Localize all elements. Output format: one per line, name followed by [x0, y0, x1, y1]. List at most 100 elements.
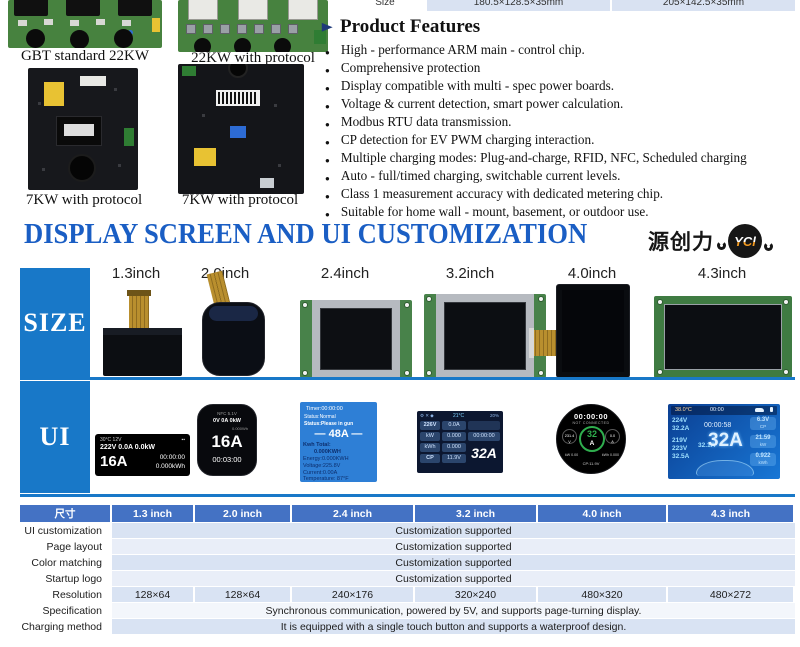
- size-row-header: SIZE: [20, 268, 90, 378]
- pcb-caption-2: 22KW with protocol: [191, 50, 315, 66]
- row-label: Color matching: [20, 555, 110, 570]
- status-icons: ⚙ ✕ ◆: [420, 413, 434, 418]
- feature-item: ●Display compatible with multi - spec po…: [322, 78, 794, 96]
- row-value: Customization supported: [112, 555, 795, 570]
- co2-cell: [468, 421, 500, 430]
- size-label-4-3: 4.3inch: [697, 265, 747, 282]
- bullet-icon: ●: [325, 210, 330, 219]
- size-label-2-4: 2.4inch: [320, 265, 370, 282]
- row-label: Page layout: [20, 539, 110, 554]
- pcb-photo-7kw-2: [178, 64, 304, 194]
- pcb-caption-4: 7KW with protocol: [181, 192, 299, 208]
- pcb-caption-1: GBT standard 22KW: [20, 48, 150, 64]
- size-spec-strip: Size 180.5×128.5×35mm 205×142.5×35mm: [345, 0, 795, 11]
- pcb-caption-3: 7KW with protocol: [25, 192, 143, 208]
- row-label: Specification: [20, 603, 110, 618]
- ui-screen-4-3: 38.0°C 00:00 224V 32.2A 219V 223V 32.5A …: [668, 404, 780, 479]
- row-value: Customization supported: [112, 539, 795, 554]
- row-value: Synchronous communication, powered by 5V…: [112, 603, 795, 618]
- row-label: Charging method: [20, 619, 110, 634]
- divider-line-2: [20, 494, 795, 497]
- table-row: Startup logo Customization supported: [20, 571, 795, 586]
- header-size: 尺寸: [20, 505, 110, 522]
- header-4-0: 4.0 inch: [538, 505, 666, 522]
- size-label-4-0: 4.0inch: [567, 265, 617, 282]
- features-title: Product Features: [340, 16, 481, 37]
- feature-item: ●Auto - full/timed charging, switchable …: [322, 168, 794, 186]
- size-strip-label: Size: [345, 0, 425, 11]
- display-module-2-4: [300, 300, 412, 378]
- pcb-photo-22kw-protocol: [178, 0, 328, 52]
- brand-logo: 源创力 YCl: [648, 224, 773, 258]
- plug-icon: [770, 407, 773, 412]
- table-row: Specification Synchronous communication,…: [20, 603, 795, 618]
- table-row: Color matching Customization supported: [20, 555, 795, 570]
- resolution-cell: 480×272: [668, 587, 793, 602]
- row-label: Startup logo: [20, 571, 110, 586]
- car-silhouette: [696, 460, 754, 476]
- resolution-cell: 240×176: [292, 587, 413, 602]
- car-icon: [755, 408, 764, 412]
- row-label: Resolution: [20, 587, 110, 602]
- display-module-1-3-connector: [127, 290, 151, 296]
- resolution-cell: 480×320: [538, 587, 666, 602]
- arrow-marker-icon: ▶: [322, 20, 332, 33]
- section-title: DISPLAY SCREEN AND UI CUSTOMIZATION: [24, 219, 588, 250]
- row-label: UI customization: [20, 523, 110, 538]
- resolution-cell: 128×64: [195, 587, 290, 602]
- features-list: ●High - performance ARM main - control c…: [322, 42, 794, 222]
- size-strip-dim1: 180.5×128.5×35mm: [427, 0, 610, 11]
- display-module-3-2: [424, 294, 546, 378]
- feature-item: ●High - performance ARM main - control c…: [322, 42, 794, 60]
- feature-item: ●Suitable for home wall - mount, basemen…: [322, 204, 794, 222]
- feature-item: ●Comprehensive protection: [322, 60, 794, 78]
- resolution-cell: 128×64: [112, 587, 193, 602]
- table-row-resolution: Resolution 128×64 128×64 240×176 320×240…: [20, 587, 795, 602]
- row-value: Customization supported: [112, 523, 795, 538]
- feature-item: ●Class 1 measurement accuracy with dedic…: [322, 186, 794, 204]
- display-module-4-3: [654, 296, 792, 378]
- display-module-4-0: [556, 284, 630, 378]
- display-module-1-3: [103, 328, 182, 376]
- pcb-photo-gbt-22kw: [8, 0, 162, 48]
- feature-item: ●Voltage & current detection, smart powe…: [322, 96, 794, 114]
- bullet-icon: ●: [325, 102, 330, 111]
- battery-icon: ▪▪: [181, 437, 185, 443]
- logo-hook-right-icon: [764, 241, 773, 251]
- bullet-icon: ●: [325, 84, 330, 93]
- pcb-photo-7kw-1: [28, 68, 138, 190]
- feature-item: ●Multiple charging modes: Plug-and-charg…: [322, 150, 794, 168]
- feature-item: ●CP detection for EV PWM charging intera…: [322, 132, 794, 150]
- header-4-3: 4.3 inch: [668, 505, 793, 522]
- divider-line-1: [20, 377, 795, 380]
- product-features: ▶ Product Features ●High - performance A…: [322, 16, 794, 222]
- spec-table: 尺寸 1.3 inch 2.0 inch 2.4 inch 3.2 inch 4…: [20, 505, 795, 635]
- header-2-4: 2.4 inch: [292, 505, 413, 522]
- display-module-2-0: [202, 302, 265, 376]
- brand-circle-icon: YCl: [728, 224, 762, 258]
- row-value: It is equipped with a single touch butto…: [112, 619, 795, 634]
- size-label-2-0: 2.0inch: [200, 265, 250, 282]
- size-label-3-2: 3.2inch: [445, 265, 495, 282]
- display-module-1-3-cable: [129, 293, 149, 331]
- ui-screen-1-3: 30°C 12V ▪▪ 222V 0.0A 0.0kW 16A 00:00:00…: [95, 434, 190, 476]
- table-row: UI customization Customization supported: [20, 523, 795, 538]
- table-row: Charging method It is equipped with a si…: [20, 619, 795, 634]
- table-row: Page layout Customization supported: [20, 539, 795, 554]
- bullet-icon: ●: [325, 174, 330, 183]
- size-strip-dim2: 205×142.5×35mm: [612, 0, 795, 11]
- size-label-1-3: 1.3inch: [111, 265, 161, 282]
- bullet-icon: ●: [325, 138, 330, 147]
- bullet-icon: ●: [325, 66, 330, 75]
- logo-hook-left-icon: [717, 240, 726, 250]
- display-module-4-0-connector: [529, 328, 534, 358]
- bullet-icon: ●: [325, 156, 330, 165]
- header-1-3: 1.3 inch: [112, 505, 193, 522]
